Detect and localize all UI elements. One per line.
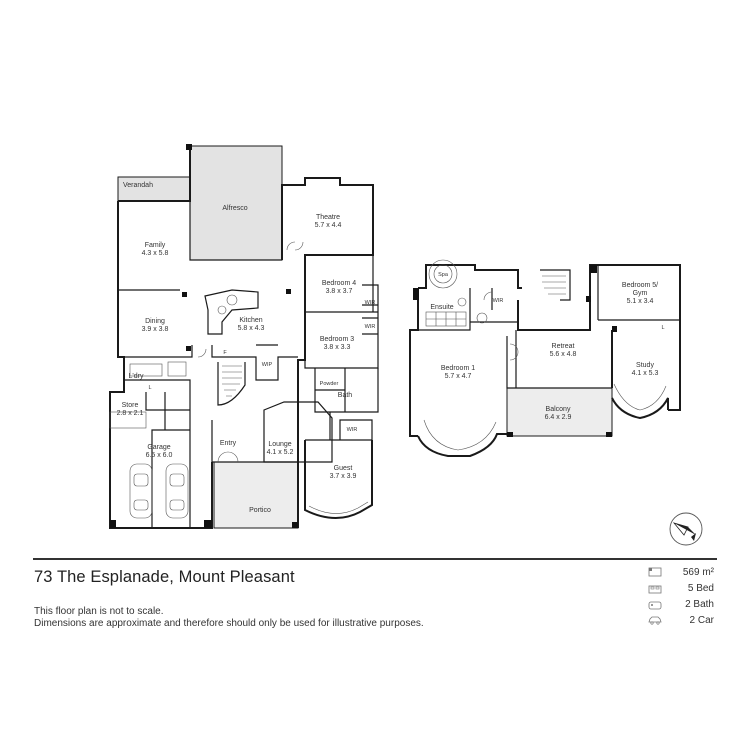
label-bedroom1-dim: 5.7 x 4.7 bbox=[445, 373, 472, 380]
label-fridge: F bbox=[223, 350, 227, 356]
label-bedroom3: Bedroom 3 bbox=[320, 336, 354, 343]
bedroom-walls bbox=[304, 255, 379, 369]
disclaimer-scale: This floor plan is not to scale. bbox=[34, 606, 164, 617]
label-lounge: Lounge bbox=[268, 441, 291, 448]
label-guest-dim: 3.7 x 3.9 bbox=[330, 473, 357, 480]
garage-cars bbox=[129, 463, 189, 519]
study-bay-wall bbox=[611, 397, 669, 420]
label-bedroom4-dim: 3.8 x 3.7 bbox=[326, 288, 353, 295]
label-bedroom3-dim: 3.8 x 3.3 bbox=[324, 344, 351, 351]
label-garage: Garage bbox=[147, 444, 170, 451]
ground-stairs bbox=[217, 362, 246, 406]
label-store-dim: 2.8 x 2.1 bbox=[117, 410, 144, 417]
label-wip: WIP bbox=[262, 362, 273, 368]
label-guest: Guest bbox=[334, 465, 353, 472]
label-balcony-dim: 6.4 x 2.9 bbox=[545, 414, 572, 421]
label-upper-linen: L bbox=[661, 325, 664, 331]
label-bedroom1: Bedroom 1 bbox=[441, 365, 475, 372]
label-kitchen: Kitchen bbox=[239, 317, 262, 324]
area-icon bbox=[648, 567, 662, 577]
label-laundry: L'dry bbox=[129, 373, 144, 380]
label-study: Study bbox=[636, 362, 654, 369]
label-lounge-dim: 4.1 x 5.2 bbox=[267, 449, 294, 456]
upper-floor-labels: Spa Ensuite WIR Bedroom 5/ Gym 5.1 x 3.4… bbox=[430, 272, 664, 421]
label-family-dim: 4.3 x 5.8 bbox=[142, 250, 169, 257]
property-address: 73 The Esplanade, Mount Pleasant bbox=[34, 568, 295, 586]
label-dining: Dining bbox=[145, 318, 165, 325]
balcony-area bbox=[506, 387, 613, 437]
car-icon bbox=[648, 616, 662, 625]
label-balcony: Balcony bbox=[546, 406, 571, 413]
label-upper-wir: WIR bbox=[493, 298, 504, 304]
label-bedroom4: Bedroom 4 bbox=[322, 280, 356, 287]
label-wir-b: WIR bbox=[365, 324, 376, 330]
label-gym: Gym bbox=[633, 290, 648, 297]
bed-icon bbox=[648, 585, 662, 594]
ground-floor-labels: Verandah Alfresco Theatre 5.7 x 4.4 Fami… bbox=[117, 182, 376, 514]
label-bedroom5: Bedroom 5/ bbox=[622, 282, 658, 289]
label-retreat-dim: 5.6 x 4.8 bbox=[550, 351, 577, 358]
label-study-dim: 4.1 x 5.3 bbox=[632, 370, 659, 377]
stat-beds: 5 Bed bbox=[687, 583, 714, 594]
upper-stairs bbox=[540, 269, 571, 301]
label-wir-c: WIR bbox=[347, 427, 358, 433]
label-verandah: Verandah bbox=[123, 182, 153, 189]
label-bath: Bath bbox=[338, 392, 353, 399]
label-dining-dim: 3.9 x 3.8 bbox=[142, 326, 169, 333]
label-retreat: Retreat bbox=[552, 343, 575, 350]
alfresco-area bbox=[189, 145, 283, 261]
disclaimer-dimensions: Dimensions are approximate and therefore… bbox=[34, 618, 424, 629]
label-portico: Portico bbox=[249, 507, 271, 514]
bath-icon bbox=[648, 601, 662, 610]
bedroom1-bay-wall bbox=[417, 433, 507, 457]
label-linen: L bbox=[148, 385, 151, 391]
upper-outer-wall bbox=[409, 264, 681, 437]
label-powder: Powder bbox=[320, 381, 339, 387]
upper-floor-plan bbox=[409, 259, 681, 457]
footer-divider bbox=[33, 558, 717, 560]
label-ensuite: Ensuite bbox=[430, 304, 453, 311]
stat-cars: 2 Car bbox=[689, 615, 714, 626]
lounge-wall bbox=[263, 401, 333, 463]
label-garage-dim: 6.5 x 6.0 bbox=[146, 452, 173, 459]
floor-plan: Verandah Alfresco Theatre 5.7 x 4.4 Fami… bbox=[109, 144, 703, 546]
label-bedroom5-dim: 5.1 x 3.4 bbox=[627, 298, 654, 305]
kitchen-island bbox=[204, 289, 259, 335]
label-theatre: Theatre bbox=[316, 214, 340, 221]
label-theatre-dim: 5.7 x 4.4 bbox=[315, 222, 342, 229]
label-wir-a: WIR bbox=[365, 300, 376, 306]
guest-bay-wall bbox=[304, 440, 373, 519]
label-alfresco: Alfresco bbox=[222, 205, 247, 212]
ground-floor-plan bbox=[109, 144, 379, 529]
spa-tub bbox=[428, 259, 458, 289]
verandah-area bbox=[117, 176, 191, 202]
stat-baths: 2 Bath bbox=[685, 599, 714, 610]
compass-icon bbox=[669, 512, 703, 546]
stat-area: 569 m² bbox=[682, 567, 714, 578]
label-store: Store bbox=[122, 402, 139, 409]
label-kitchen-dim: 5.8 x 4.3 bbox=[238, 325, 265, 332]
portico-area bbox=[213, 461, 299, 529]
label-entry: Entry bbox=[220, 440, 237, 447]
label-family: Family bbox=[145, 242, 166, 249]
label-spa: Spa bbox=[438, 272, 449, 278]
